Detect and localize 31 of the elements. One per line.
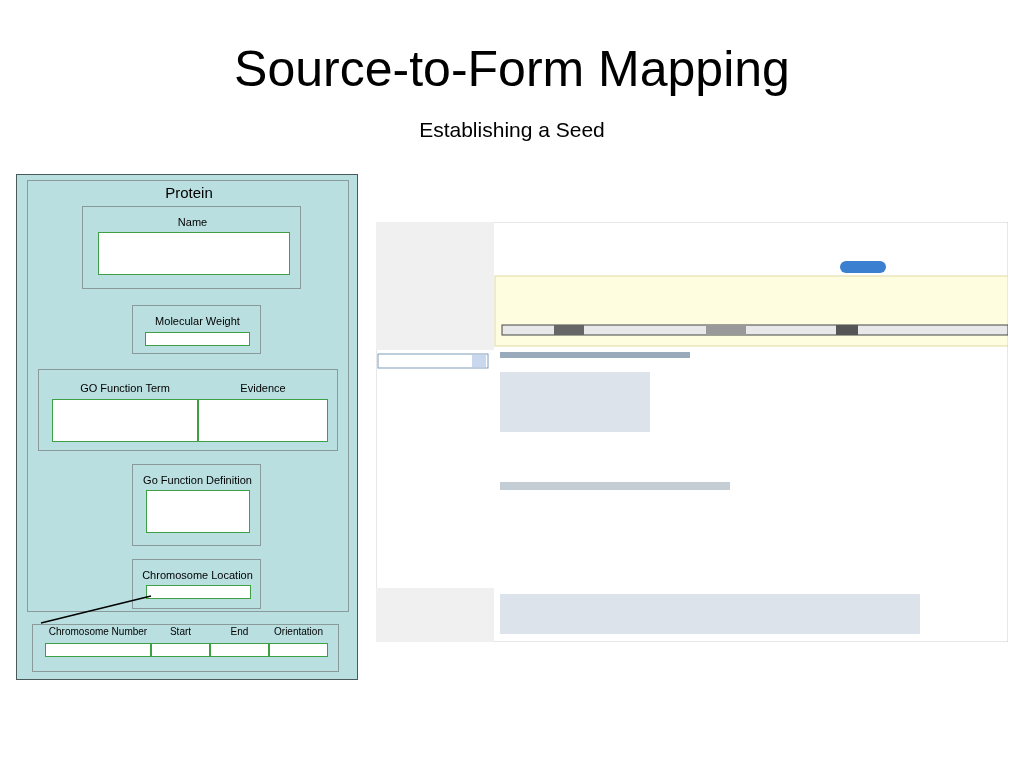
column-header: End <box>230 626 249 637</box>
column-header: GO Function Term <box>80 382 170 394</box>
input-field <box>146 585 251 599</box>
input-field <box>198 399 328 442</box>
field-label: Chromosome Location <box>142 569 253 581</box>
subtitle: Establishing a Seed <box>418 118 606 142</box>
column-header: Start <box>169 626 192 637</box>
form-section <box>38 369 338 451</box>
field-label: Go Function Definition <box>143 474 252 486</box>
input-field <box>52 399 198 442</box>
form-section <box>132 464 261 546</box>
form-section <box>132 305 261 354</box>
form-section <box>82 206 301 289</box>
field-label: Name <box>177 216 208 228</box>
input-field <box>45 643 151 657</box>
field-label: Molecular Weight <box>155 315 240 327</box>
column-header: Evidence <box>240 382 286 394</box>
input-field <box>145 332 250 346</box>
input-field <box>146 490 250 533</box>
form-frame <box>16 174 358 680</box>
form-section <box>132 559 261 609</box>
column-header: Orientation <box>274 626 323 637</box>
form-section <box>32 624 339 672</box>
column-header: Chromosome Number <box>48 626 148 637</box>
input-field <box>151 643 210 657</box>
panel-title: Protein <box>165 184 213 201</box>
form-section <box>27 180 349 612</box>
slide-title: Source-to-Form Mapping <box>233 40 791 98</box>
input-field <box>269 643 328 657</box>
input-field <box>98 232 290 275</box>
input-field <box>210 643 269 657</box>
